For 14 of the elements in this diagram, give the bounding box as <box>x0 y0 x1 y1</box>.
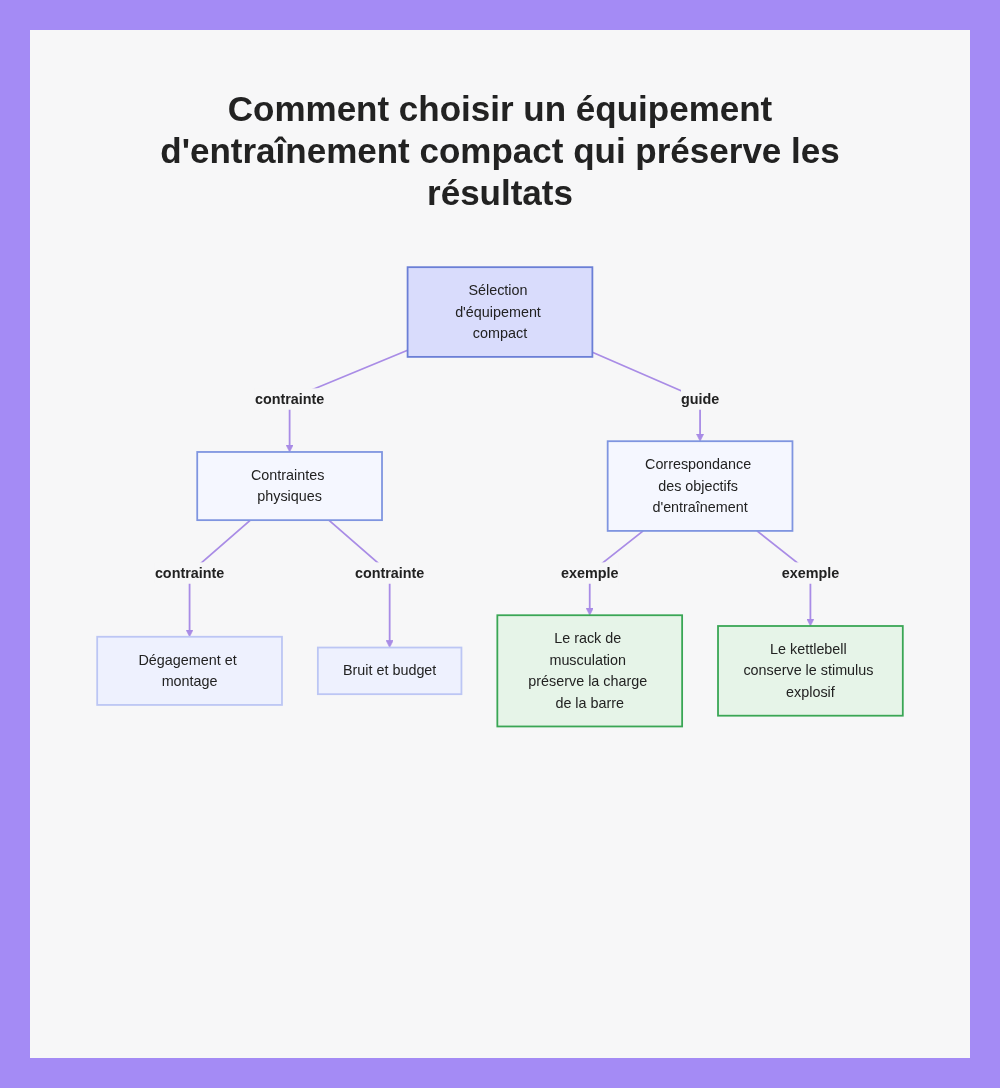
node-box: Sélection d'équipement compact <box>406 266 594 358</box>
edge-label: contrainte <box>154 565 225 581</box>
title: Comment choisir un équipement d'entraînement compact qui préserve les résultats <box>159 88 841 214</box>
node-box: Le kettlebell conserve le stimulus explosif <box>717 625 904 717</box>
node-box: Contraintes physiques <box>196 451 383 522</box>
edge-label: exemple <box>561 565 619 581</box>
edge-label: exemple <box>781 565 840 581</box>
node-box: Correspondance des objectifs d'entraînement <box>606 440 794 532</box>
edge-label: contrainte <box>354 565 425 581</box>
node-box: Le rack de musculation préserve la charge de la barre <box>496 614 684 728</box>
node-box: Bruit et budget <box>316 646 463 696</box>
edge-label: guide <box>680 390 720 407</box>
edge-label: contrainte <box>254 390 325 407</box>
node-box: Dégagement et montage <box>96 635 283 706</box>
